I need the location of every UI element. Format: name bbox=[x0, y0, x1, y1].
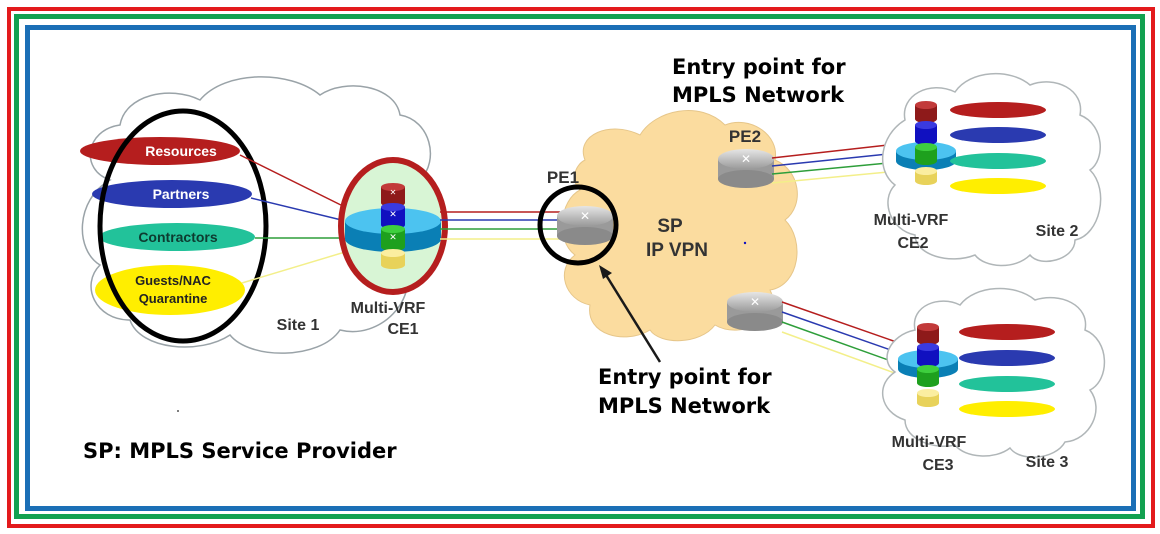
pe2-link-green bbox=[771, 162, 889, 175]
site3-vrf-red bbox=[959, 324, 1055, 340]
ce1-label-line1: Multi-VRF bbox=[351, 300, 426, 317]
vrf-guests-label-line1: Guests/NAC bbox=[135, 273, 211, 288]
site3-vrfs bbox=[959, 324, 1055, 417]
vrf-guests-label-line2: Quarantine bbox=[139, 291, 208, 306]
entry-point-top: Entry point for MPLS Network bbox=[672, 55, 846, 107]
inner-blue-border bbox=[25, 25, 1136, 511]
site3-vrf-green bbox=[959, 376, 1055, 392]
site2-cloud bbox=[881, 73, 1102, 267]
ce2-label-line1: Multi-VRF bbox=[874, 212, 949, 229]
middle-green-border bbox=[14, 14, 1145, 519]
svg-text:✕: ✕ bbox=[741, 152, 751, 166]
pe3-link-green bbox=[781, 321, 906, 367]
pe2-link-yellow bbox=[771, 171, 889, 184]
svg-text:✕: ✕ bbox=[750, 295, 760, 309]
ce2-router bbox=[896, 101, 956, 185]
vrf-guests: Guests/NAC Quarantine bbox=[95, 265, 245, 315]
ce2-label-line2: CE2 bbox=[897, 235, 928, 252]
sp-label-line2: IP VPN bbox=[646, 240, 708, 261]
pe1-label: PE1 bbox=[547, 168, 579, 187]
ce3-label-line1: Multi-VRF bbox=[892, 434, 967, 451]
entry-point-bottom: Entry point for MPLS Network bbox=[598, 265, 772, 418]
pe2-link-red bbox=[771, 144, 889, 159]
pe2-link-blue bbox=[771, 153, 889, 167]
pe3-link-blue bbox=[781, 311, 906, 356]
site2-vrf-green bbox=[950, 153, 1046, 169]
site3-vrf-yellow bbox=[959, 401, 1055, 417]
site3-vrf-blue bbox=[959, 350, 1055, 366]
ce3-router bbox=[898, 323, 958, 407]
pe3-link-yellow bbox=[781, 331, 901, 376]
pe3-ce3-links bbox=[781, 301, 906, 376]
vrf-resources-label: Resources bbox=[145, 143, 217, 159]
entry-top-line1: Entry point for bbox=[672, 55, 846, 79]
link-red bbox=[239, 154, 356, 213]
svg-text:✕: ✕ bbox=[389, 232, 397, 242]
outer-red-border bbox=[7, 7, 1155, 528]
entry-arrow-line bbox=[604, 274, 662, 363]
pe2-label: PE2 bbox=[729, 127, 761, 146]
vrf-resources: Resources bbox=[80, 137, 240, 165]
svg-text:✕: ✕ bbox=[390, 188, 397, 197]
site2-vrf-blue bbox=[950, 127, 1046, 143]
vrf-partners-label: Partners bbox=[153, 186, 210, 202]
pe1-highlight bbox=[537, 184, 619, 266]
site2-vrfs bbox=[950, 102, 1046, 194]
ce1-router: ✕ ✕ ✕ bbox=[345, 183, 441, 269]
pe1-router: ✕ bbox=[557, 206, 613, 245]
site1-label: Site 1 bbox=[277, 317, 320, 334]
vrf-group-highlight bbox=[97, 108, 269, 344]
site2-vrf-red bbox=[950, 102, 1046, 118]
pe3-link-red bbox=[781, 301, 906, 346]
entry-bottom-line1: Entry point for bbox=[598, 365, 772, 389]
legend-text: SP: MPLS Service Provider bbox=[83, 439, 397, 463]
svg-text:✕: ✕ bbox=[389, 209, 397, 219]
vrf-partners: Partners bbox=[92, 180, 252, 208]
stray-mark bbox=[177, 410, 179, 412]
pe2-router: ✕ bbox=[718, 149, 774, 188]
ce3-label-line2: CE3 bbox=[922, 457, 953, 474]
sp-label-line1: SP bbox=[657, 216, 683, 237]
vrf-contractors-label: Contractors bbox=[138, 229, 218, 245]
pe2-ce2-links bbox=[771, 144, 889, 184]
ce1-label-line2: CE1 bbox=[387, 321, 418, 338]
site2-vrf-yellow bbox=[950, 178, 1046, 194]
arrow-head-icon bbox=[599, 265, 612, 279]
entry-bottom-line2: MPLS Network bbox=[598, 394, 771, 418]
svg-text:✕: ✕ bbox=[580, 209, 590, 223]
site3-label: Site 3 bbox=[1026, 454, 1069, 471]
entry-top-line2: MPLS Network bbox=[672, 83, 845, 107]
vrf-contractors: Contractors bbox=[99, 223, 255, 251]
pe3-router: ✕ bbox=[727, 292, 783, 331]
site2-label: Site 2 bbox=[1036, 223, 1079, 240]
stray-dot bbox=[743, 241, 747, 245]
